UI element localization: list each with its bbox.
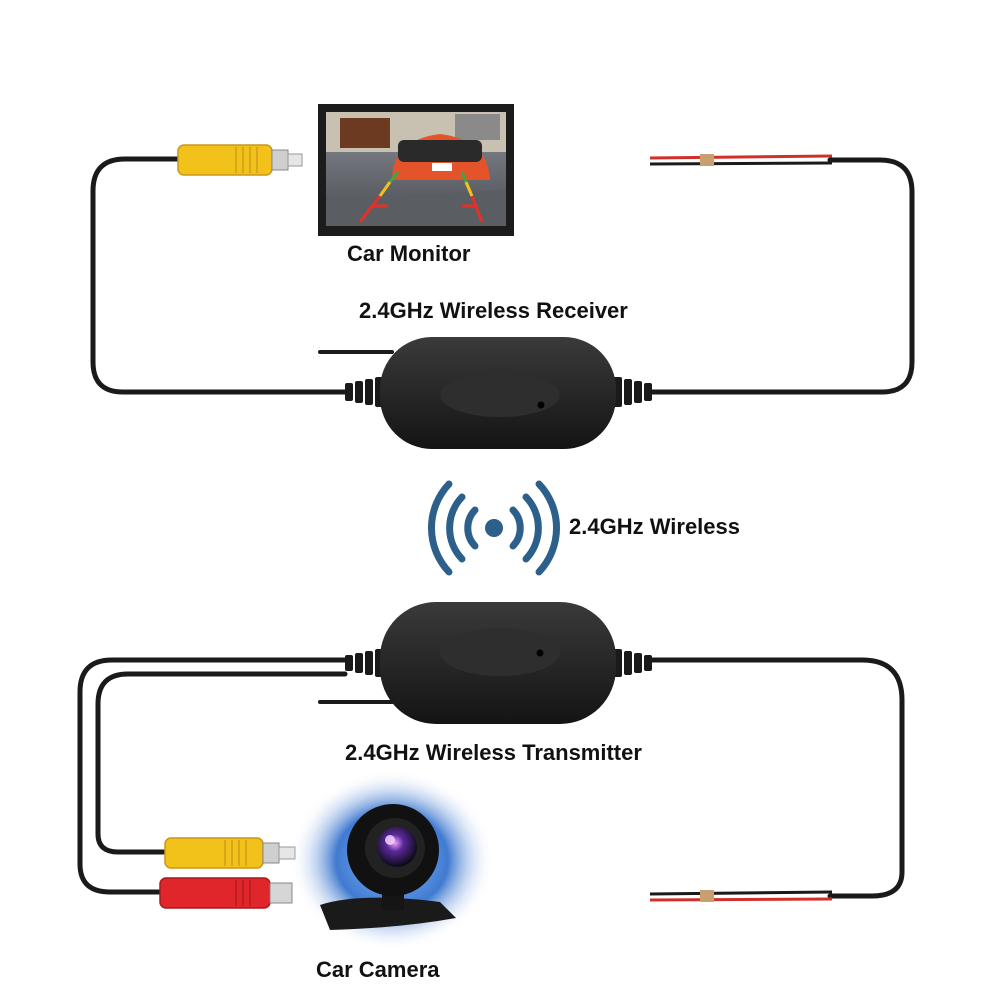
- car-monitor-label: Car Monitor: [347, 241, 471, 266]
- car-camera-label: Car Camera: [316, 957, 440, 982]
- wireless-signal-icon: [428, 480, 560, 576]
- receiver-module: [345, 337, 652, 449]
- receiver-power-wires: [649, 154, 833, 166]
- transmitter-module: [345, 602, 652, 724]
- receiver-cables: [90, 156, 915, 395]
- dc-plug-camera: [159, 877, 293, 909]
- car-camera-icon: [290, 770, 494, 950]
- transmitter-label: 2.4GHz Wireless Transmitter: [345, 740, 642, 765]
- receiver-label: 2.4GHz Wireless Receiver: [359, 298, 628, 323]
- car-monitor-icon: [318, 104, 514, 236]
- rca-plug-monitor: [177, 144, 303, 176]
- transmitter-cables: [77, 657, 905, 899]
- transmitter-power-wires: [649, 890, 833, 902]
- wireless-label: 2.4GHz Wireless: [569, 514, 740, 539]
- rca-plug-camera: [164, 837, 296, 869]
